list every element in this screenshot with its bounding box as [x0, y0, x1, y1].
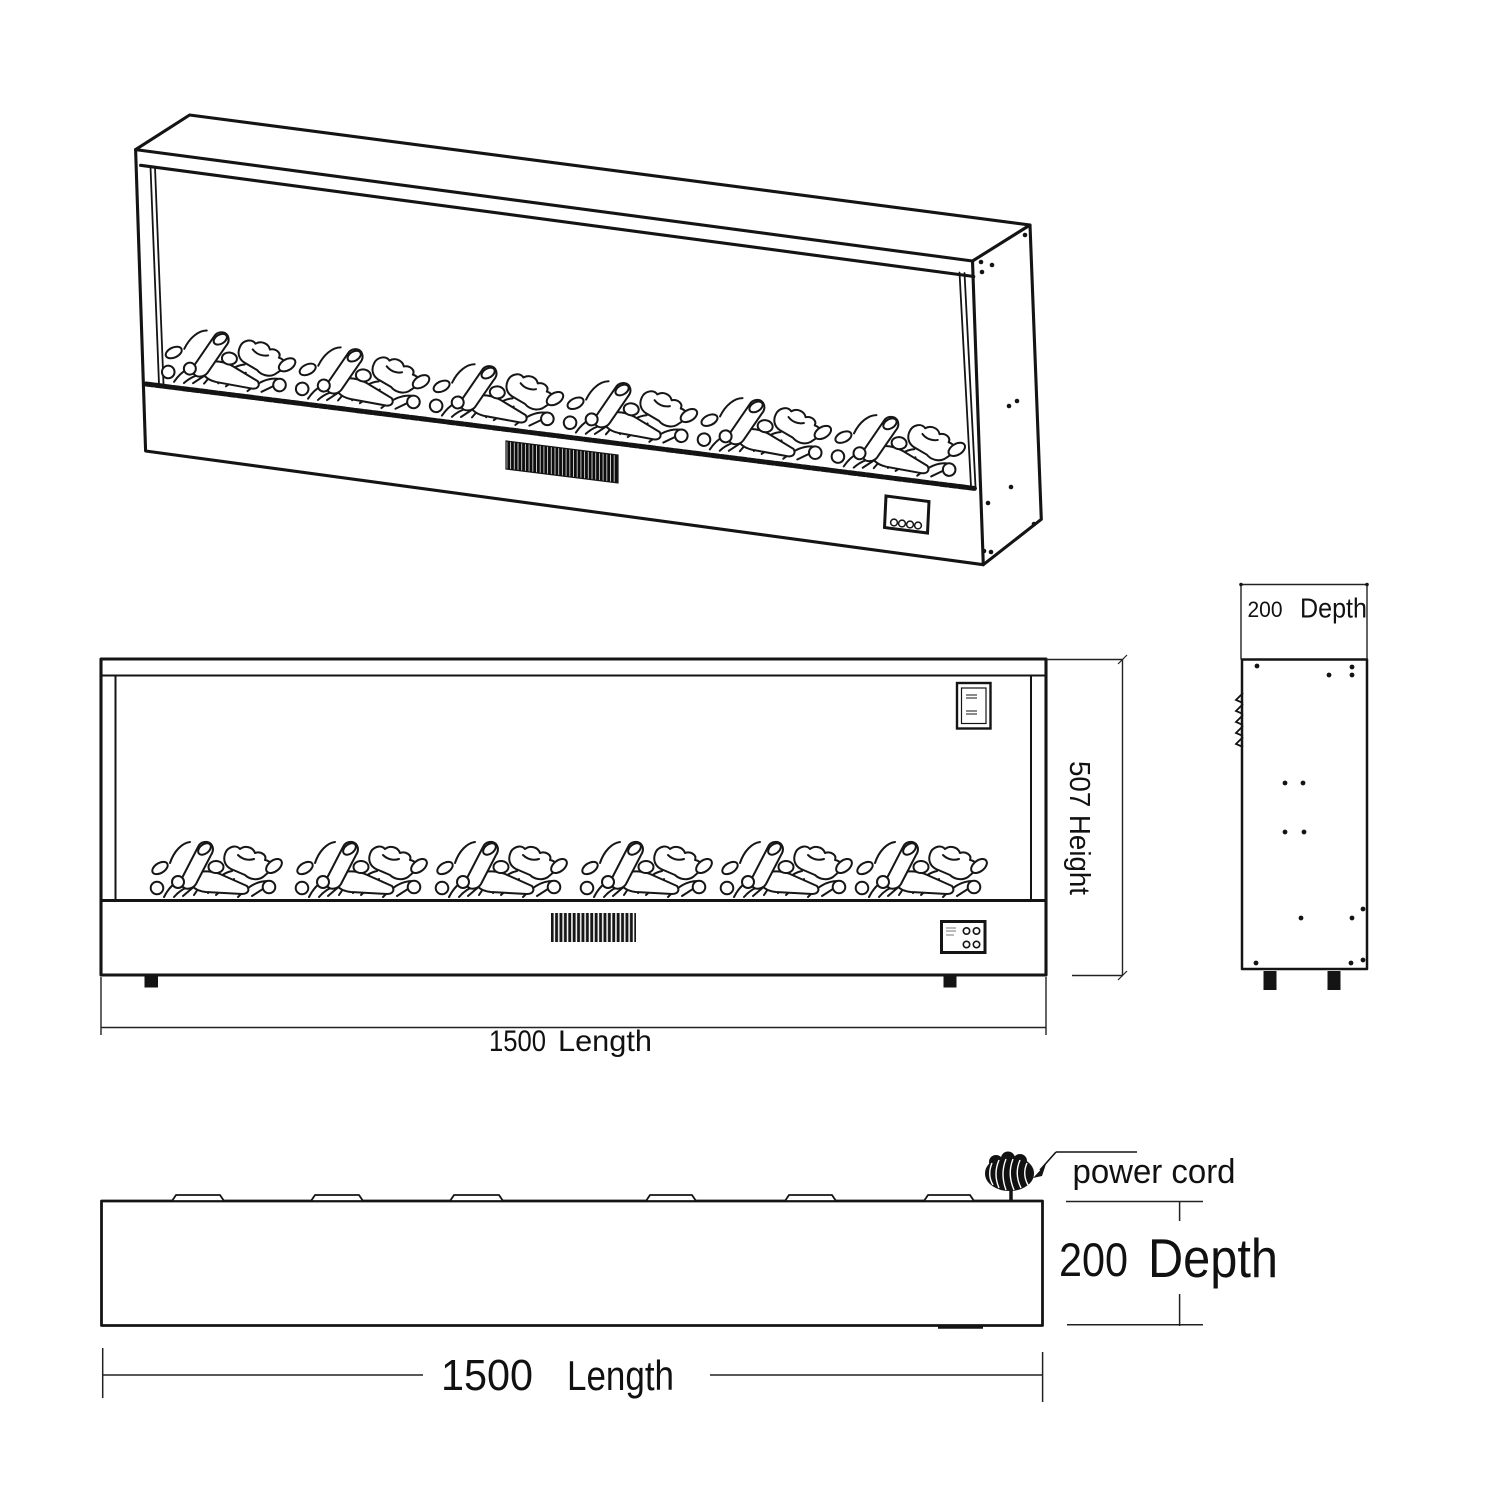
svg-text:507 Height: 507 Height: [1063, 761, 1095, 895]
svg-text:1500: 1500: [441, 1351, 533, 1400]
svg-text:Length: Length: [567, 1352, 674, 1399]
svg-text:1500: 1500: [489, 1025, 546, 1058]
svg-text:power cord: power cord: [1073, 1153, 1236, 1191]
svg-text:200: 200: [1248, 597, 1283, 622]
svg-text:Depth: Depth: [1148, 1227, 1278, 1289]
svg-text:Length: Length: [558, 1025, 652, 1058]
svg-text:Depth: Depth: [1300, 593, 1367, 624]
svg-text:200: 200: [1059, 1233, 1128, 1286]
